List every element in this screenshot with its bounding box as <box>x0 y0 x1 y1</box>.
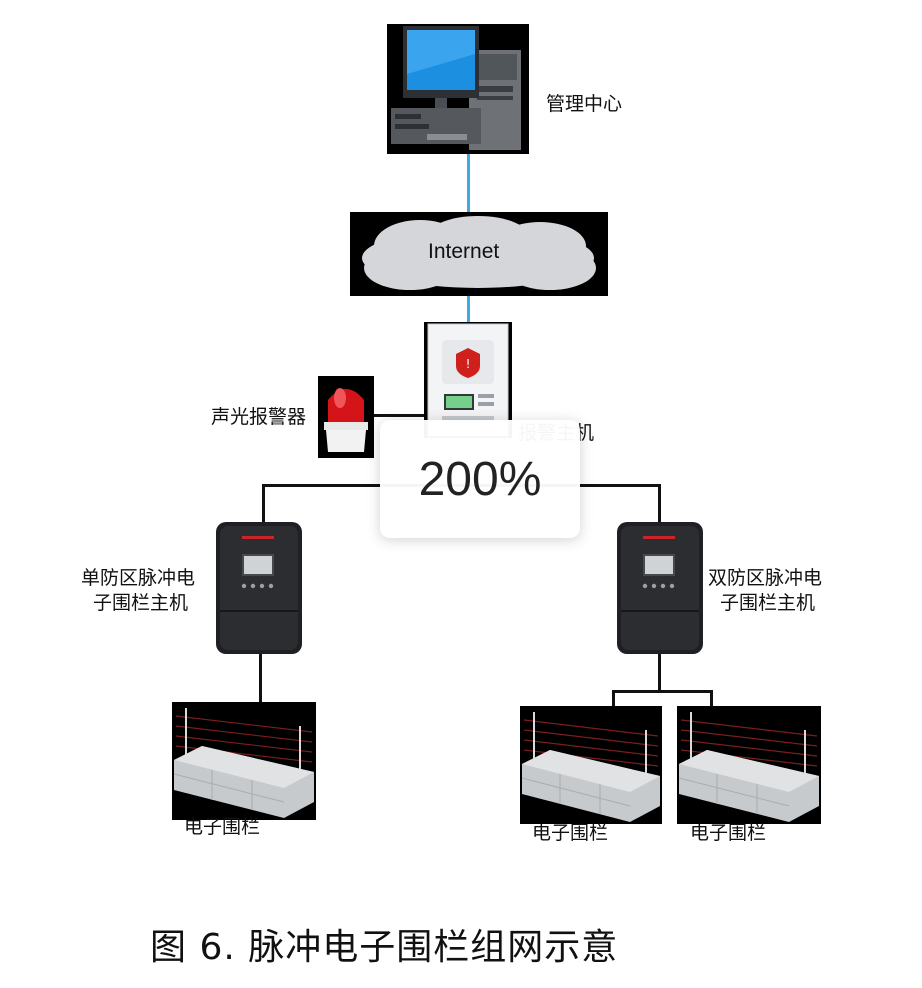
alarm-siren-label: 声光报警器 <box>211 406 307 428</box>
siren-icon <box>318 376 374 458</box>
svg-text:!: ! <box>466 357 471 371</box>
bus-left-drop <box>262 484 265 524</box>
fence-icon <box>677 706 821 824</box>
link-pc-internet <box>467 150 470 214</box>
link-internet-host <box>467 292 470 326</box>
dual-zone-label-1: 双防区脉冲电 <box>708 567 823 589</box>
management-center-label: 管理中心 <box>546 93 623 115</box>
link-dual-bar <box>612 690 712 693</box>
single-zone-label-1: 单防区脉冲电 <box>81 567 196 589</box>
link-dual-stem <box>658 652 661 692</box>
link-dual-right <box>710 690 713 708</box>
single-zone-label-2: 子围栏主机 <box>93 592 189 614</box>
link-siren-host <box>372 414 432 417</box>
dual-zone-controller-icon <box>617 522 703 654</box>
bus-right-drop <box>658 484 661 524</box>
computer-icon <box>387 24 529 154</box>
fence-icon <box>172 702 316 820</box>
alarm-panel-icon: ! <box>424 322 512 438</box>
fence-label-2: 电子围栏 <box>532 822 609 844</box>
cloud-icon <box>350 212 608 296</box>
zoom-indicator-text: 200% <box>418 452 542 506</box>
link-single-fence <box>259 652 262 704</box>
figure-caption: 图 6. 脉冲电子围栏组网示意 <box>150 927 619 968</box>
zoom-indicator: 200% <box>380 420 580 538</box>
fence-label-3: 电子围栏 <box>690 822 767 844</box>
single-zone-controller-icon <box>216 522 302 654</box>
link-dual-left <box>612 690 615 708</box>
fence-icon <box>520 706 662 824</box>
internet-label: Internet <box>428 240 500 263</box>
fence-label-1: 电子围栏 <box>184 816 261 838</box>
dual-zone-label-2: 子围栏主机 <box>720 592 816 614</box>
